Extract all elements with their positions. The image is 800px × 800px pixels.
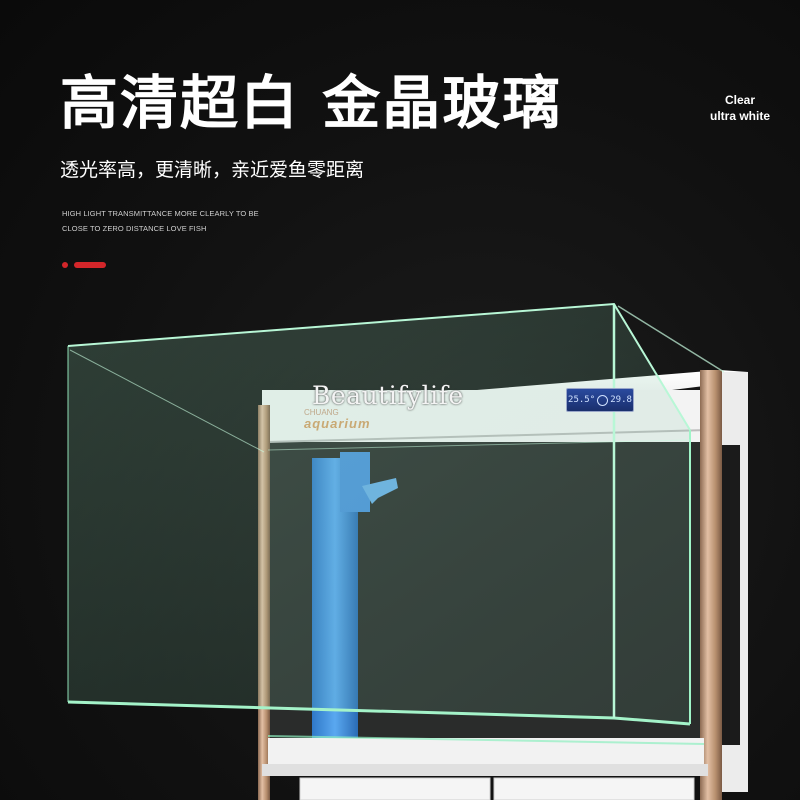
tank-right-panel-shadow [720, 445, 740, 745]
cabinet-top [262, 764, 708, 776]
accent-bar [74, 262, 106, 268]
badge-line-1: Clear [724, 93, 755, 107]
cabinet-door-left [299, 777, 491, 800]
accent-decoration [62, 262, 107, 268]
glass-base-glow [267, 735, 705, 745]
watermark: Beautifylife [312, 381, 464, 410]
display-knob-icon [597, 394, 609, 406]
gold-post-right [700, 370, 722, 800]
temperature-display: 25.5° 29.8 [566, 388, 634, 412]
english-description-line-2: CLOSE TO ZERO DISTANCE LOVE FISH [62, 224, 207, 233]
glass-pane [68, 304, 690, 724]
english-description: HIGH LIGHT TRANSMITTANCE MORE CLEARLY TO… [62, 206, 259, 236]
display-left-value: 25.5° [568, 395, 596, 405]
glass-inner-line-2 [617, 305, 725, 373]
glass-inner-line [69, 349, 265, 453]
badge-line-2: ultra white [709, 109, 770, 123]
tank-brand-small: CHUANG [304, 408, 339, 417]
cabinet-door-right [493, 777, 695, 800]
accent-dot [62, 262, 68, 268]
display-right-value: 29.8 [610, 395, 632, 405]
glass-water-line [267, 439, 691, 451]
headline: 高清超白 金晶玻璃 [60, 69, 563, 137]
tank-brand-logo: aquarium [304, 416, 371, 431]
subtitle: 透光率高，更清晰，亲近爱鱼零距离 [60, 159, 365, 181]
clear-ultra-white-badge: Clear ultra white [710, 92, 770, 124]
english-description-line-1: HIGH LIGHT TRANSMITTANCE MORE CLEARLY TO… [62, 209, 259, 218]
